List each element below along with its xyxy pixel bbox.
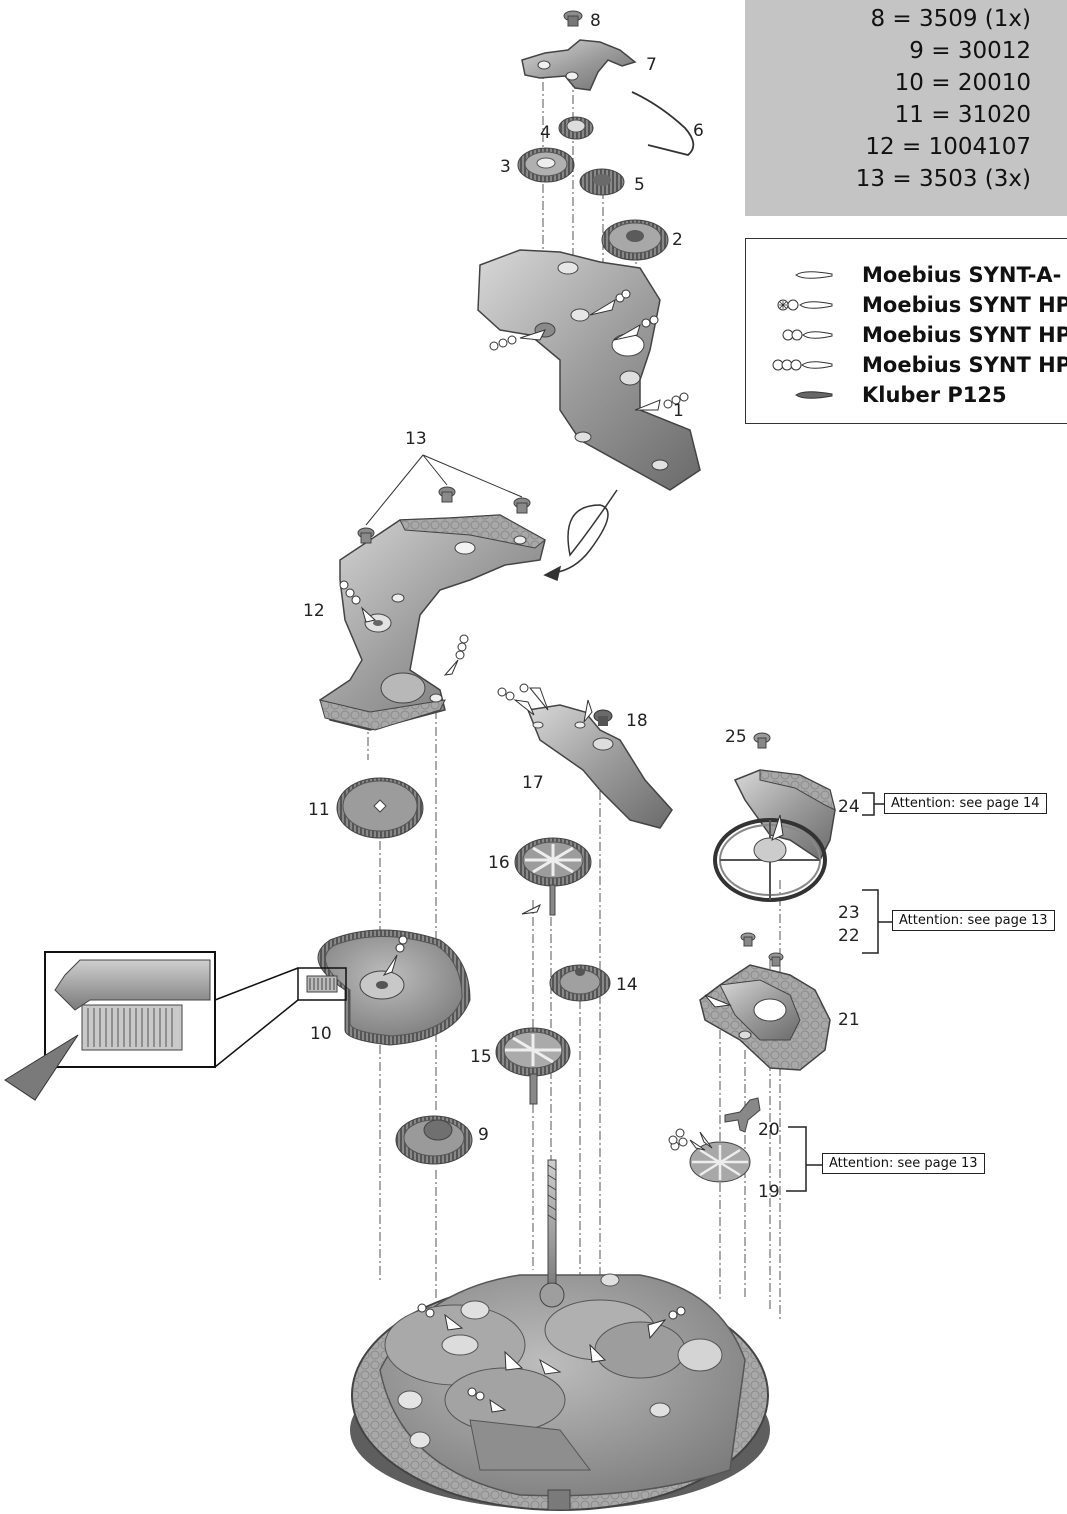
legend-label: Kluber P125 bbox=[862, 383, 1007, 407]
callout-23: 23 bbox=[838, 903, 860, 923]
part-3-wheel bbox=[517, 147, 575, 183]
legend-row: Moebius SYNT-A- bbox=[746, 261, 1067, 291]
part-number-callouts: 1 2 3 4 5 6 7 8 9 10 11 12 13 14 15 16 1… bbox=[303, 11, 860, 1202]
parts-list-item: 13 = 3503 (3x) bbox=[855, 166, 1031, 192]
callout-15: 15 bbox=[470, 1047, 492, 1067]
part-12-bridge bbox=[319, 514, 546, 731]
oil-drop-star-2-dot-icon bbox=[777, 299, 833, 311]
part-10-barrel bbox=[297, 929, 471, 1046]
transfer-arrow bbox=[543, 489, 618, 582]
part-22-screw bbox=[768, 952, 784, 967]
part-19-wheel bbox=[668, 1128, 751, 1183]
callout-14: 14 bbox=[616, 975, 638, 995]
attention-box-page14: Attention: see page 14 bbox=[884, 793, 1047, 814]
callout-2: 2 bbox=[672, 230, 683, 250]
callout-18: 18 bbox=[626, 711, 648, 731]
part-2-wheel bbox=[601, 219, 669, 261]
callout-6: 6 bbox=[693, 121, 704, 141]
part-13-screws bbox=[357, 486, 531, 544]
callout-13: 13 bbox=[405, 429, 427, 449]
part-8-screw bbox=[563, 10, 583, 27]
attention-box-page13-escape: Attention: see page 13 bbox=[822, 1153, 985, 1174]
part-14-wheel bbox=[549, 964, 611, 1002]
part-6-spring bbox=[631, 91, 695, 156]
grease-filled-icon bbox=[795, 391, 833, 399]
legend-label: Moebius SYNT HP bbox=[862, 293, 1067, 317]
legend-label: Moebius SYNT HP bbox=[862, 323, 1067, 347]
part-16-wheel bbox=[514, 837, 592, 916]
part-21-plate bbox=[699, 964, 831, 1071]
legend-row: Moebius SYNT HP bbox=[746, 291, 1067, 321]
callout-8: 8 bbox=[590, 11, 601, 31]
part-23-screw bbox=[740, 932, 756, 947]
legend-label: Moebius SYNT-A- bbox=[862, 263, 1062, 287]
main-plate bbox=[350, 1159, 770, 1511]
callout-22: 22 bbox=[838, 926, 860, 946]
parts-list-item: 10 = 20010 bbox=[894, 70, 1031, 96]
part-1-bridge bbox=[477, 249, 701, 491]
part-7-bridge bbox=[521, 39, 637, 91]
callout-5: 5 bbox=[634, 175, 645, 195]
callout-25: 25 bbox=[725, 727, 747, 747]
callout-7: 7 bbox=[646, 55, 657, 75]
part-18-screw bbox=[593, 709, 613, 726]
legend-row: Kluber P125 bbox=[746, 381, 1067, 411]
part-11-wheel bbox=[336, 777, 424, 839]
legend-label: Moebius SYNT HP bbox=[862, 353, 1067, 377]
callout-17: 17 bbox=[522, 773, 544, 793]
part-5-wheel bbox=[579, 168, 625, 196]
oil-drop-2-dot-icon bbox=[782, 329, 833, 341]
part-25-screw bbox=[753, 732, 771, 749]
callout-19: 19 bbox=[758, 1182, 780, 1202]
lubricant-legend: Moebius SYNT-A- Moebius SYNT HP Moebius … bbox=[745, 238, 1067, 424]
callout-12: 12 bbox=[303, 601, 325, 621]
part-20-lever bbox=[724, 1097, 761, 1133]
callout-9: 9 bbox=[478, 1125, 489, 1145]
callout-4: 4 bbox=[540, 123, 551, 143]
callout-3: 3 bbox=[500, 157, 511, 177]
part-15-wheel bbox=[495, 1027, 571, 1105]
legend-row: Moebius SYNT HP bbox=[746, 321, 1067, 351]
oil-drop-3-dot-icon bbox=[772, 359, 833, 371]
zoom-inset bbox=[4, 951, 299, 1101]
callout-10: 10 bbox=[310, 1024, 332, 1044]
part-4-pinion bbox=[558, 116, 594, 140]
oil-drop-icon bbox=[795, 271, 833, 279]
part-17-bridge bbox=[497, 683, 673, 829]
callout-11: 11 bbox=[308, 800, 330, 820]
legend-row: Moebius SYNT HP bbox=[746, 351, 1067, 381]
attention-box-page13-balance: Attention: see page 13 bbox=[892, 910, 1055, 931]
part-24-balance-bridge bbox=[713, 769, 836, 902]
parts-list-item: 11 = 31020 bbox=[894, 102, 1031, 128]
part-13-leader-lines bbox=[365, 454, 523, 526]
callout-24: 24 bbox=[838, 797, 860, 817]
parts-list-item: 9 = 30012 bbox=[909, 38, 1031, 64]
callout-21: 21 bbox=[838, 1010, 860, 1030]
parts-list-item: 12 = 1004107 bbox=[865, 134, 1031, 160]
callout-20: 20 bbox=[758, 1120, 780, 1140]
parts-list-item: 8 = 3509 (1x) bbox=[870, 6, 1031, 32]
callout-brackets bbox=[786, 792, 892, 1192]
callout-16: 16 bbox=[488, 853, 510, 873]
parts-list-panel: 8 = 3509 (1x) 9 = 30012 10 = 20010 11 = … bbox=[745, 0, 1067, 216]
callout-1: 1 bbox=[673, 401, 684, 421]
part-9-wheel bbox=[395, 1115, 473, 1165]
